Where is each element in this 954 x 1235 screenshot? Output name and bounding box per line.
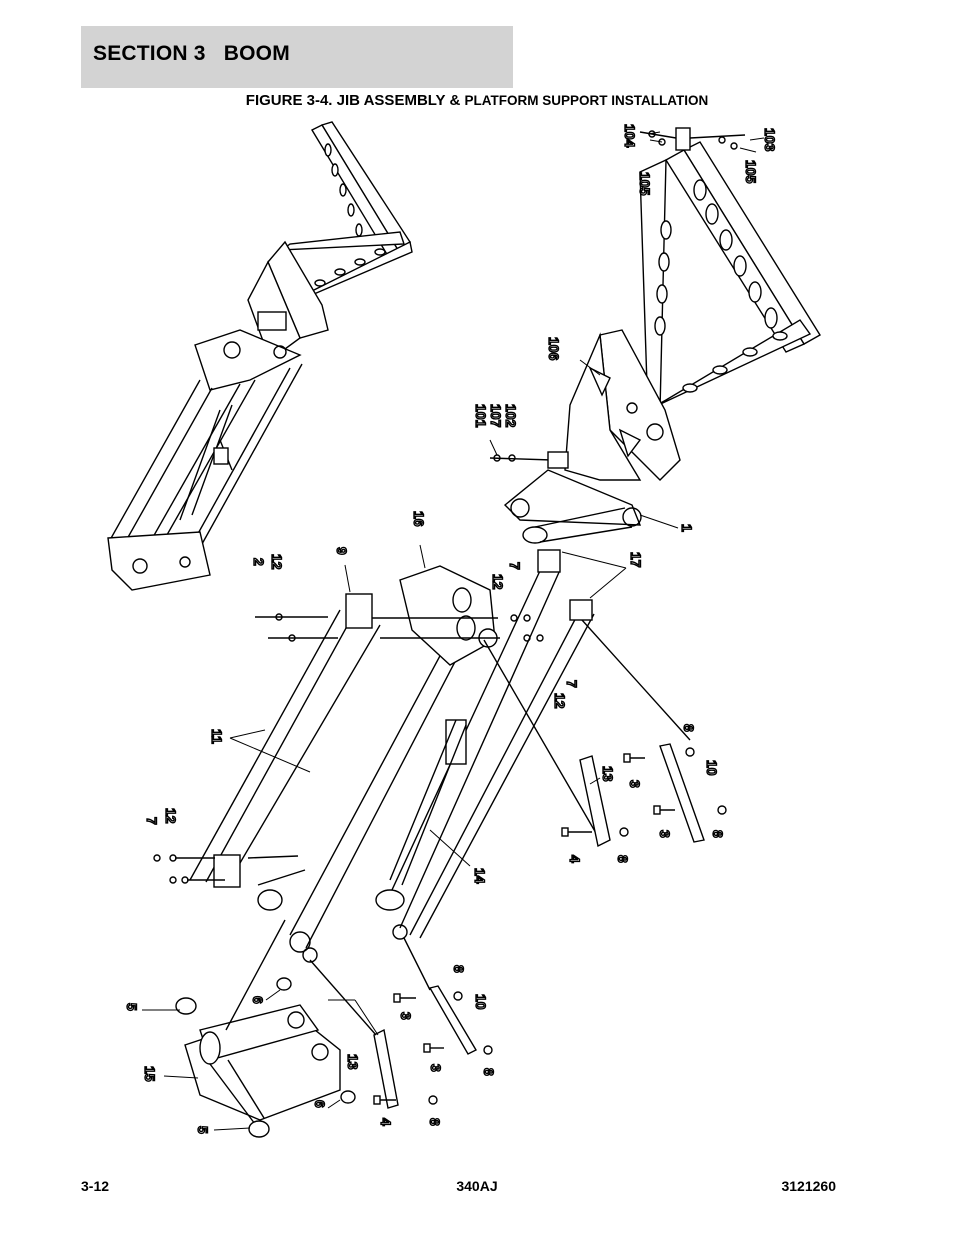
- section-header: SECTION 3 BOOM: [81, 26, 513, 88]
- callout-105-right: 105: [743, 160, 759, 184]
- callout-12-top-left: 12: [269, 554, 285, 570]
- callout-8-b: 8: [710, 830, 726, 838]
- callout-104: 104: [622, 124, 638, 148]
- callout-8-f: 8: [427, 1118, 443, 1126]
- callout-11: 11: [209, 729, 225, 744]
- callout-8-a: 8: [681, 724, 697, 732]
- callout-12-mid: 12: [552, 693, 568, 709]
- callout-10-a: 10: [704, 760, 720, 776]
- jib-frame: [639, 127, 821, 418]
- callout-4-b: 4: [378, 1118, 394, 1126]
- callout-106: 106: [546, 337, 562, 361]
- figure-title-sub: PLATFORM SUPPORT INSTALLATION: [464, 93, 709, 108]
- callout-17: 17: [628, 552, 644, 568]
- callout-8-c: 8: [615, 855, 631, 863]
- callout-8-e: 8: [481, 1068, 497, 1076]
- callout-4-a: 4: [567, 855, 583, 863]
- callout-3-a: 3: [627, 780, 643, 788]
- callout-101: 101: [473, 404, 489, 428]
- rotator-assembly: [175, 919, 356, 1138]
- callout-5-top: 5: [124, 1003, 140, 1011]
- overview-assembly: [107, 121, 413, 591]
- callout-10-b: 10: [473, 994, 489, 1010]
- callout-12-top: 12: [490, 574, 506, 590]
- callout-3-c: 3: [398, 1012, 414, 1020]
- callout-6-top: 6: [250, 996, 266, 1004]
- page-number: 3-12: [81, 1178, 110, 1194]
- callout-3-b: 3: [657, 830, 673, 838]
- callout-7-mid: 7: [564, 680, 580, 688]
- callout-6-bottom: 6: [312, 1100, 328, 1108]
- callout-7-top: 7: [507, 562, 523, 570]
- callout-15: 15: [142, 1066, 158, 1082]
- callout-12-left: 12: [163, 808, 179, 824]
- platform-support: [489, 329, 681, 544]
- jib-weldment: [153, 549, 727, 1109]
- leader-lines: [142, 131, 765, 1131]
- callout-1: 1: [679, 524, 695, 532]
- callout-14: 14: [472, 868, 488, 884]
- callout-2: 2: [251, 558, 267, 566]
- section-title: SECTION 3 BOOM: [93, 42, 290, 65]
- model-name: 340AJ: [456, 1178, 498, 1194]
- callout-107: 107: [488, 404, 504, 428]
- figure-title-main: FIGURE 3-4. JIB ASSEMBLY &: [245, 92, 465, 109]
- callout-5-bottom: 5: [195, 1126, 211, 1134]
- callout-13-b: 13: [345, 1054, 361, 1070]
- callout-labels: 104 103 105 105 106 101 107 102 1 16 2 1…: [123, 123, 778, 1134]
- callout-8-d: 8: [451, 965, 467, 973]
- callout-9: 9: [334, 547, 350, 555]
- document-number: 3121260: [781, 1178, 836, 1194]
- callout-105-left: 105: [637, 172, 653, 196]
- callout-16: 16: [411, 511, 427, 527]
- callout-3-d: 3: [428, 1064, 444, 1072]
- callout-102: 102: [503, 404, 519, 428]
- callout-103: 103: [762, 128, 778, 152]
- callout-7-left: 7: [144, 817, 160, 825]
- figure-title: FIGURE 3-4. JIB ASSEMBLY & PLATFORM SUPP…: [0, 92, 954, 109]
- callout-13-a: 13: [600, 766, 616, 782]
